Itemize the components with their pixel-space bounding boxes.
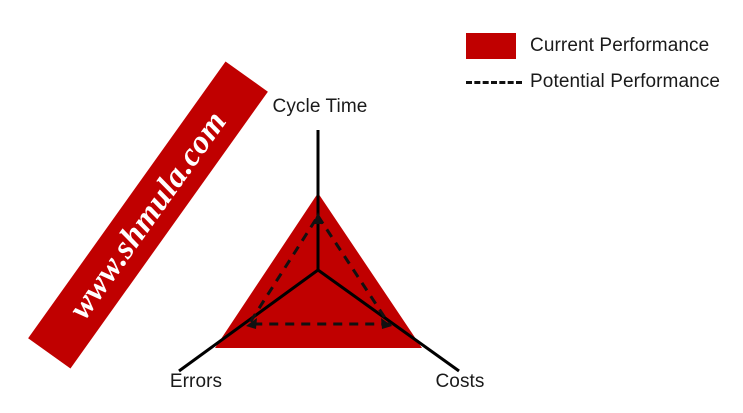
chart-legend: Current Performance Potential Performanc…	[466, 28, 736, 100]
arrowhead-cycle-time	[313, 212, 323, 224]
arrowhead-errors	[246, 318, 257, 329]
legend-label-current-performance: Current Performance	[530, 35, 710, 56]
arrowhead-costs	[381, 318, 392, 329]
dashed-line-icon	[466, 81, 522, 84]
axis-label-cycle-time: Cycle Time	[272, 96, 368, 117]
axis-label-errors: Errors	[169, 371, 223, 392]
legend-item-current-performance: Current Performance	[466, 28, 736, 64]
axis-line-costs	[317, 268, 460, 373]
filled-swatch-icon	[466, 33, 516, 59]
legend-item-potential-performance: Potential Performance	[466, 64, 736, 100]
axis-label-costs: Costs	[435, 371, 485, 392]
legend-swatch-potential-performance	[466, 69, 522, 95]
axis-line-errors	[178, 268, 319, 373]
legend-label-potential-performance: Potential Performance	[530, 71, 721, 92]
potential-performance-polygon	[246, 213, 392, 326]
legend-swatch-current-performance	[466, 33, 522, 59]
